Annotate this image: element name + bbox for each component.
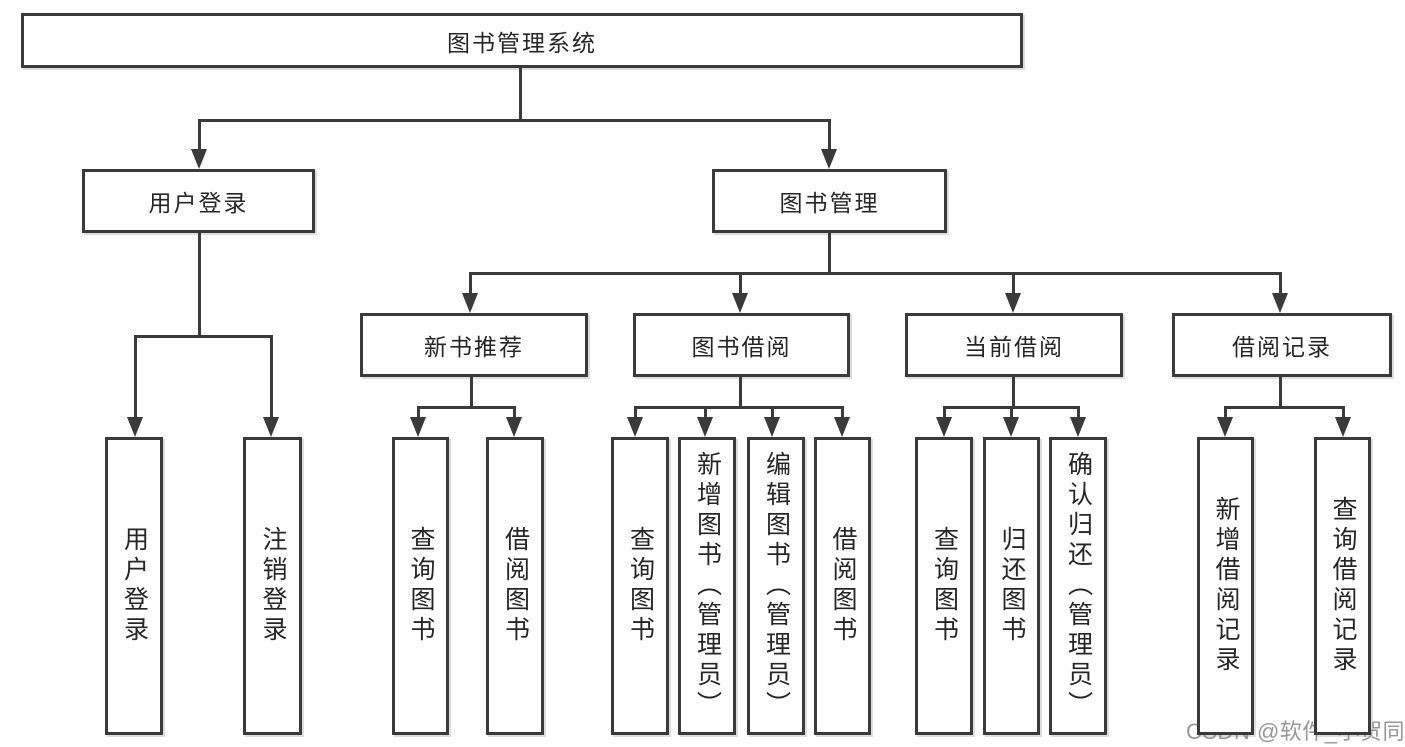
arrowhead-down-icon [410, 417, 426, 437]
arrowhead-down-icon [627, 417, 643, 437]
connector-line [512, 407, 516, 421]
node-label: 当前借阅 [964, 334, 1064, 360]
node-root: 图书管理系统 [21, 13, 1023, 68]
connector-line [468, 271, 1282, 275]
connector-line [197, 233, 201, 336]
node-label: 借阅图书 [501, 526, 530, 646]
node-br-query-record: 查询借阅记录 [1314, 437, 1371, 735]
arrowhead-down-icon [263, 417, 279, 437]
connector-line [469, 377, 473, 407]
connector-line [633, 405, 844, 409]
arrowhead-down-icon [834, 417, 850, 437]
arrowhead-down-icon [936, 417, 952, 437]
node-cb-query-books: 查询图书 [915, 437, 973, 735]
node-label: 新书推荐 [424, 334, 524, 360]
node-do-logout: 注销登录 [243, 437, 302, 735]
node-label: 用户登录 [148, 190, 249, 216]
connector-line [197, 118, 831, 122]
connector-line [468, 273, 472, 297]
connector-line [738, 377, 742, 407]
node-label: 查询借阅记录 [1329, 496, 1357, 676]
node-label: 图书借阅 [691, 334, 792, 360]
node-bb-borrow-books: 借阅图书 [814, 437, 871, 735]
connector-line [518, 68, 522, 120]
arrowhead-down-icon [462, 293, 478, 313]
node-label: 编辑图书（管理员） [762, 451, 791, 721]
node-label: 注销登录 [259, 526, 287, 646]
connector-line [703, 407, 707, 421]
connector-line [633, 407, 637, 421]
connector-line [1223, 407, 1227, 421]
node-bb-edit-books: 编辑图书（管理员） [747, 437, 805, 735]
node-label: 新增图书（管理员） [693, 451, 722, 721]
arrowhead-down-icon [764, 417, 780, 437]
node-label: 图书管理 [779, 190, 880, 216]
node-label: 图书管理系统 [447, 29, 597, 56]
node-rec-borrow-books: 借阅图书 [486, 437, 544, 735]
arrowhead-down-icon [1335, 417, 1351, 437]
node-rec-query-books: 查询图书 [392, 437, 449, 735]
node-book-borrow: 图书借阅 [633, 313, 850, 377]
node-current-borrow: 当前借阅 [905, 313, 1123, 377]
node-borrow-records: 借阅记录 [1172, 313, 1392, 377]
arrowhead-down-icon [127, 417, 143, 437]
connector-line [1341, 407, 1345, 421]
node-cb-return-books: 归还图书 [983, 437, 1040, 735]
node-label: 借阅图书 [829, 526, 857, 646]
connector-line [269, 336, 273, 421]
arrowhead-down-icon [1070, 417, 1086, 437]
arrowhead-down-icon [821, 149, 837, 169]
connector-line [770, 407, 774, 421]
connector-line [1009, 407, 1013, 421]
connector-line [827, 233, 831, 273]
node-br-add-record: 新增借阅记录 [1197, 437, 1254, 735]
arrowhead-down-icon [1003, 417, 1019, 437]
connector-line [738, 273, 742, 297]
node-label: 查询图书 [930, 526, 959, 646]
node-user-login: 用户登录 [82, 169, 315, 233]
arrowhead-down-icon [732, 293, 748, 313]
connector-line [1011, 273, 1015, 297]
connector-line [1223, 405, 1345, 409]
node-cb-confirm-return: 确认归还（管理员） [1049, 437, 1107, 735]
node-new-book-rec: 新书推荐 [360, 313, 588, 377]
connector-line [827, 120, 831, 153]
arrowhead-down-icon [697, 417, 713, 437]
connector-line [840, 407, 844, 421]
connector-line [1278, 273, 1282, 297]
node-label: 归还图书 [998, 526, 1026, 646]
node-label: 用户登录 [120, 526, 149, 646]
connector-line [133, 336, 137, 421]
node-bb-query-books: 查询图书 [611, 437, 669, 735]
node-label: 查询图书 [407, 526, 435, 646]
connector-line [416, 407, 420, 421]
arrowhead-down-icon [506, 417, 522, 437]
arrowhead-down-icon [1217, 417, 1233, 437]
connector-line [416, 405, 516, 409]
node-book-mgmt: 图书管理 [712, 169, 947, 233]
connector-line [197, 120, 201, 153]
node-label: 借阅记录 [1232, 334, 1332, 360]
node-label: 查询图书 [626, 526, 655, 646]
connector-line [133, 334, 273, 338]
connector-line [1076, 407, 1080, 421]
arrowhead-down-icon [191, 149, 207, 169]
node-label: 新增借阅记录 [1212, 496, 1240, 676]
node-do-user-login: 用户登录 [105, 437, 163, 735]
connector-line [1278, 377, 1282, 407]
connector-line [942, 407, 946, 421]
arrowhead-down-icon [1005, 293, 1021, 313]
connector-line [1011, 377, 1015, 407]
arrowhead-down-icon [1272, 293, 1288, 313]
node-bb-add-books: 新增图书（管理员） [678, 437, 736, 735]
node-label: 确认归还（管理员） [1064, 451, 1093, 721]
